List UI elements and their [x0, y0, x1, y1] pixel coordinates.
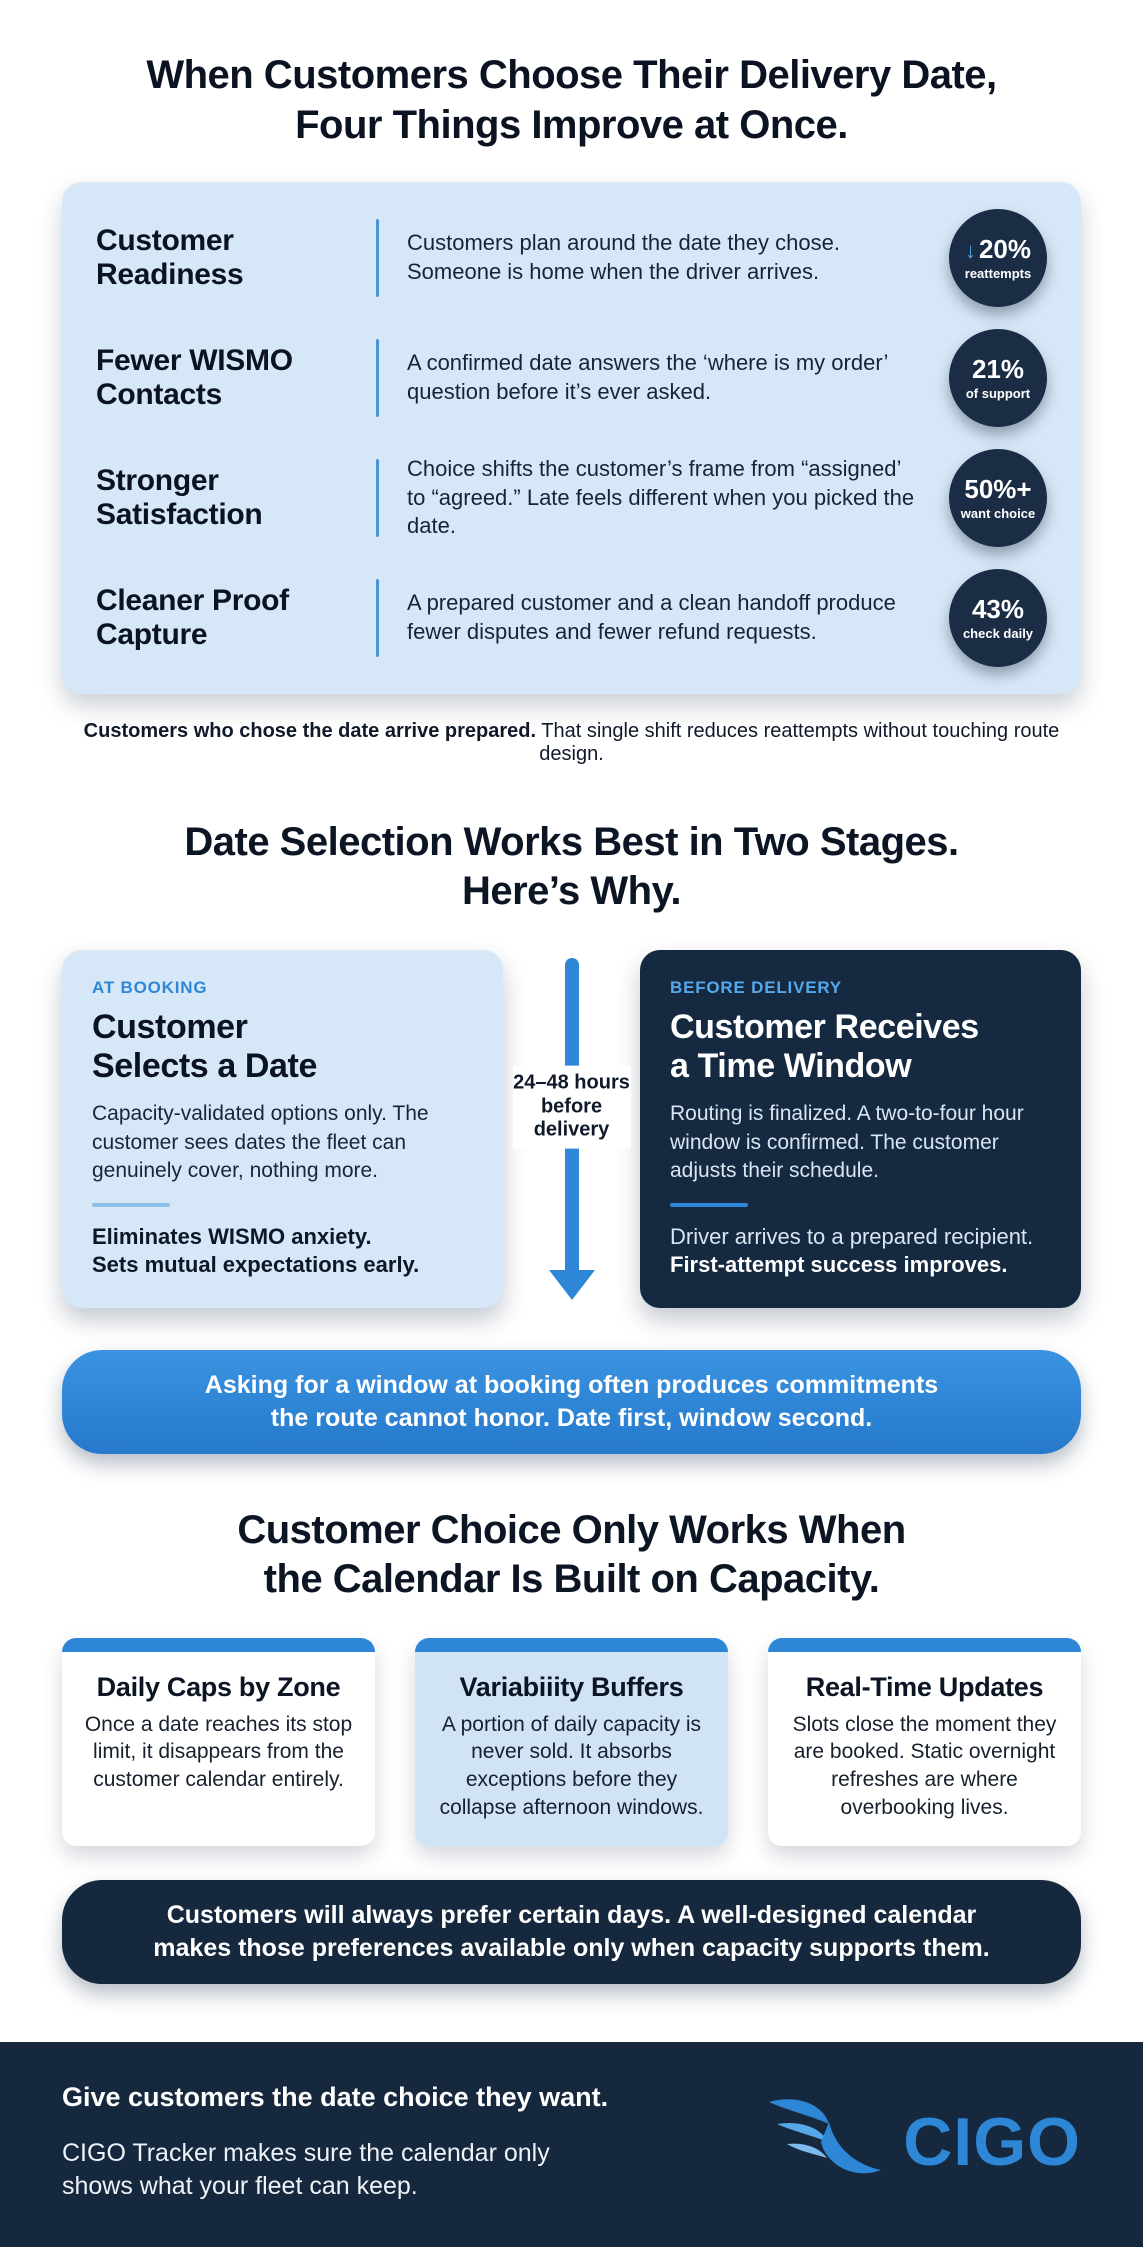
stage-heading: Customer Selects a Date	[92, 1007, 317, 1086]
main-title-line1: When Customers Choose Their Delivery Dat…	[146, 53, 997, 97]
card-title: Real-Time Updates	[805, 1671, 1044, 1702]
stages-section-title: Date Selection Works Best in Two Stages.…	[62, 818, 1081, 916]
benefit-description: Customers plan around the date they chos…	[407, 230, 840, 284]
caption-bold: Customers who chose the date arrive prep…	[83, 720, 537, 742]
navy-callout-banner: Customers will always prefer certain day…	[62, 1879, 1081, 1984]
stage-footer: Driver arrives to a prepared recipient. …	[670, 1223, 1034, 1278]
stage-body: Routing is finalized. A two-to-four hour…	[670, 1102, 1024, 1182]
capacity-title-line1: Customer Choice Only Works When	[237, 1508, 906, 1553]
card-body: Once a date reaches its stop limit, it d…	[84, 1712, 353, 1792]
capacity-card-real-time-updates: Real-Time Updates Slots close the moment…	[768, 1637, 1081, 1846]
footer: Give customers the date choice they want…	[0, 2041, 1143, 2247]
benefit-title: Stronger Satisfaction	[96, 464, 263, 531]
vertical-divider	[376, 579, 379, 657]
stages-comparison: AT BOOKING Customer Selects a Date Capac…	[62, 949, 1081, 1309]
capacity-section-title: Customer Choice Only Works When the Cale…	[62, 1506, 1081, 1604]
benefit-title: Cleaner Proof Capture	[96, 584, 289, 651]
accent-divider	[670, 1202, 748, 1207]
benefit-row-fewer-wismo: Fewer WISMO Contacts A confirmed date an…	[96, 318, 1047, 438]
cigo-bird-icon	[761, 2094, 889, 2191]
card-accent-strip	[415, 1637, 728, 1652]
card-body: Slots close the moment they are booked. …	[792, 1712, 1057, 1819]
stat-value: ↓20%	[964, 233, 1032, 264]
card-title: Variabiiity Buffers	[459, 1671, 684, 1702]
vertical-divider	[376, 339, 379, 417]
stat-badge: ↓20% reattempts	[949, 209, 1047, 307]
stat-badge: 21% of support	[949, 329, 1047, 427]
arrow-head	[548, 1270, 595, 1301]
main-title: When Customers Choose Their Delivery Dat…	[62, 50, 1081, 150]
benefit-title: Customer Readiness	[96, 224, 244, 291]
stat-badge: 50%+ want choice	[949, 449, 1047, 547]
cigo-logo: CIGO	[761, 2094, 1081, 2191]
stage-arrow-column: 24–48 hours before delivery	[503, 950, 640, 1308]
capacity-title-line2: the Calendar Is Built on Capacity.	[263, 1556, 880, 1601]
benefit-title: Fewer WISMO Contacts	[96, 344, 293, 411]
caption-rest: That single shift reduces reattempts wit…	[536, 720, 1060, 765]
benefit-description: A prepared customer and a clean handoff …	[407, 590, 896, 644]
benefits-caption: Customers who chose the date arrive prep…	[62, 720, 1081, 766]
card-accent-strip	[768, 1637, 1081, 1652]
arrow-label: 24–48 hours before delivery	[512, 1065, 631, 1149]
card-title: Daily Caps by Zone	[96, 1671, 341, 1702]
accent-divider	[92, 1202, 170, 1207]
footer-body: CIGO Tracker makes sure the calendar onl…	[62, 2138, 550, 2200]
stage-card-before-delivery: BEFORE DELIVERY Customer Receives a Time…	[640, 949, 1081, 1309]
capacity-cards: Daily Caps by Zone Once a date reaches i…	[62, 1637, 1081, 1846]
blue-callout-banner: Asking for a window at booking often pro…	[62, 1350, 1081, 1455]
vertical-divider	[376, 219, 379, 297]
stages-title-line2: Here’s Why.	[461, 868, 682, 913]
stat-value: 50%+	[964, 473, 1032, 504]
cigo-wordmark: CIGO	[903, 2104, 1081, 2180]
footer-headline: Give customers the date choice they want…	[62, 2081, 609, 2112]
capacity-card-daily-caps: Daily Caps by Zone Once a date reaches i…	[62, 1637, 375, 1846]
benefit-row-stronger-satisfaction: Stronger Satisfaction Choice shifts the …	[96, 438, 1047, 558]
stage-footer: Eliminates WISMO anxiety. Sets mutual ex…	[92, 1223, 420, 1278]
vertical-divider	[376, 459, 379, 537]
capacity-card-variability-buffers: Variabiiity Buffers A portion of daily c…	[415, 1637, 728, 1846]
stat-label: check daily	[962, 625, 1034, 641]
benefits-card: Customer Readiness Customers plan around…	[62, 182, 1081, 694]
stage-body: Capacity-validated options only. The cus…	[92, 1102, 429, 1182]
main-title-line2: Four Things Improve at Once.	[295, 103, 848, 147]
stat-value: 21%	[971, 353, 1025, 384]
benefit-description: A confirmed date answers the ‘where is m…	[407, 350, 888, 404]
stages-title-line1: Date Selection Works Best in Two Stages.	[184, 820, 959, 864]
stat-label: reattempts	[964, 265, 1032, 281]
stat-badge: 43% check daily	[949, 569, 1047, 667]
benefit-description: Choice shifts the customer’s frame from …	[407, 456, 915, 539]
stat-value: 43%	[971, 593, 1025, 624]
benefit-row-cleaner-proof: Cleaner Proof Capture A prepared custome…	[96, 558, 1047, 678]
footer-text: Give customers the date choice they want…	[62, 2082, 608, 2203]
benefit-row-customer-readiness: Customer Readiness Customers plan around…	[96, 198, 1047, 318]
stage-heading: Customer Receives a Time Window	[670, 1007, 979, 1086]
card-accent-strip	[62, 1637, 375, 1652]
stat-label: of support	[965, 385, 1031, 401]
stage-label: BEFORE DELIVERY	[670, 977, 842, 997]
stat-label: want choice	[960, 505, 1036, 521]
down-arrow-icon: ↓	[964, 237, 976, 263]
card-body: A portion of daily capacity is never sol…	[439, 1712, 704, 1819]
stage-card-at-booking: AT BOOKING Customer Selects a Date Capac…	[62, 949, 503, 1309]
stage-label: AT BOOKING	[92, 977, 208, 997]
